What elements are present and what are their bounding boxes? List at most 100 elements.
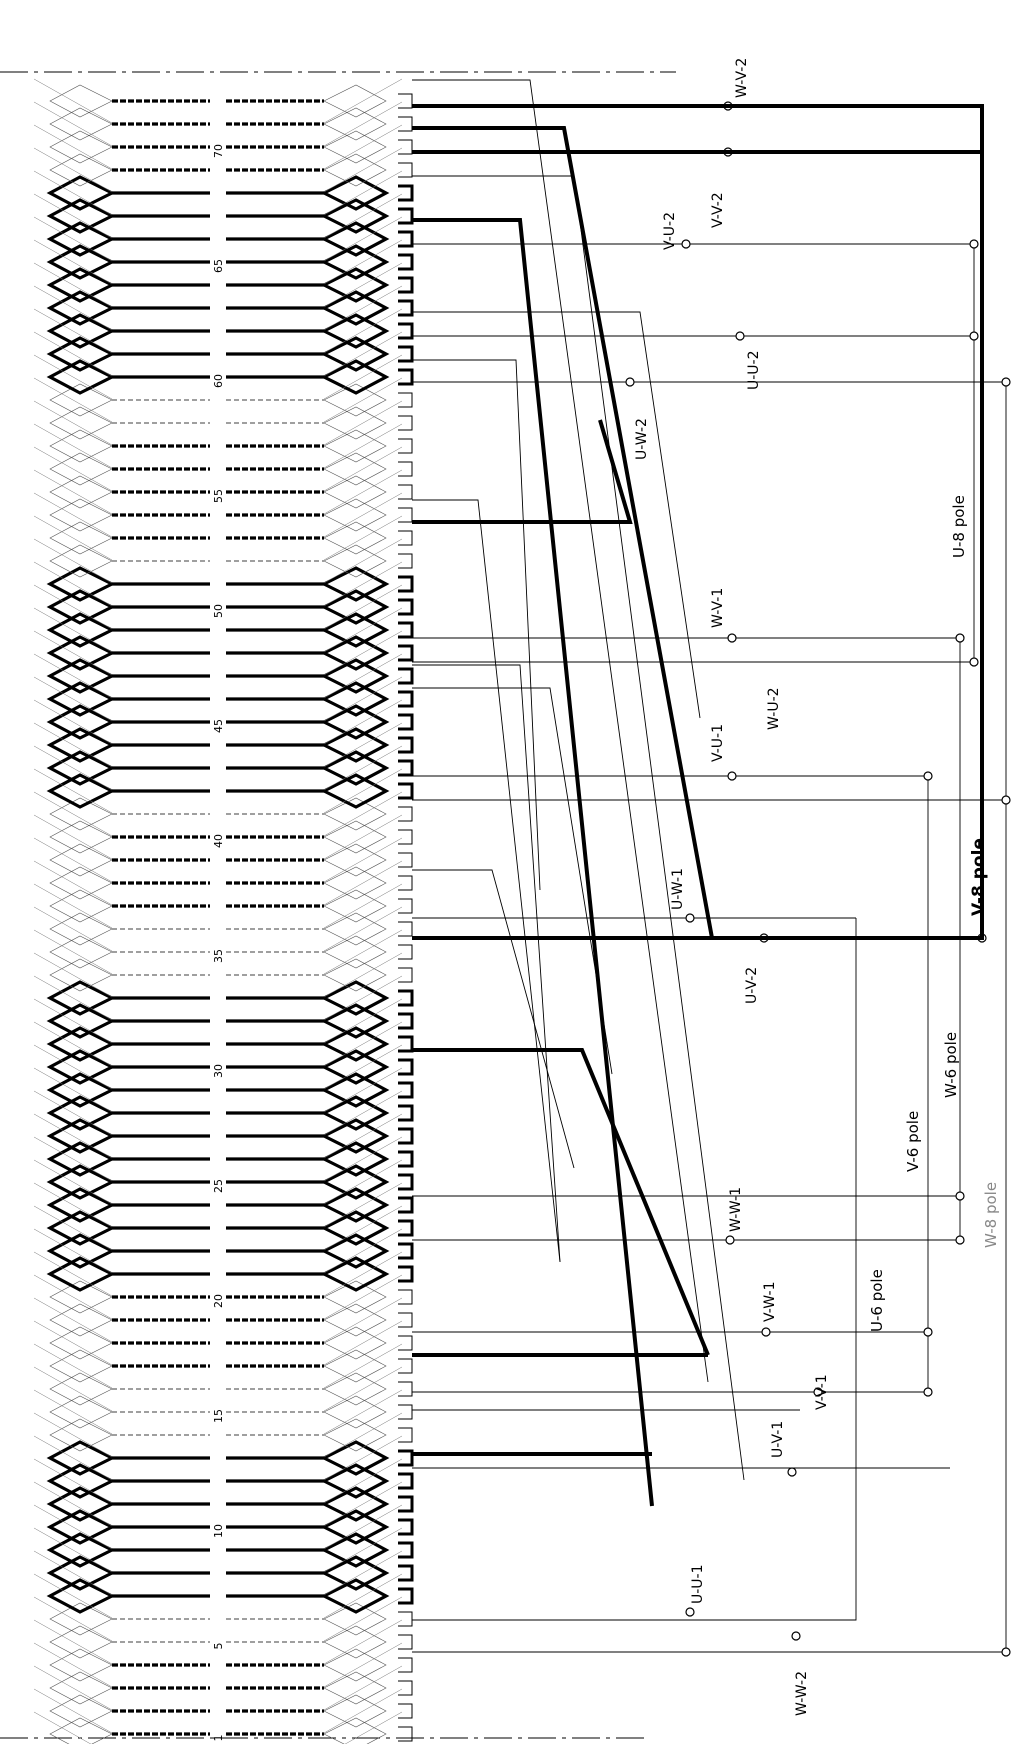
lattice-line xyxy=(33,1366,113,1412)
v-8-pole-bus xyxy=(412,126,714,939)
coil-right-end xyxy=(323,1555,390,1591)
lattice-line xyxy=(33,1136,113,1182)
coil-right-end xyxy=(323,704,390,740)
lattice-line xyxy=(33,515,113,561)
coil-left-end xyxy=(46,681,113,717)
lattice-line xyxy=(33,1021,113,1067)
slot-number: 5 xyxy=(212,1643,225,1650)
terminal-tab xyxy=(398,1611,413,1627)
coil-left-end xyxy=(46,1440,113,1476)
coil-right-end xyxy=(323,750,390,786)
lead-wire xyxy=(412,499,561,1263)
terminal-tab xyxy=(398,944,413,960)
terminal-tab xyxy=(398,93,413,109)
slot-number: 35 xyxy=(212,949,225,963)
v-8-pole-bus xyxy=(412,218,654,1507)
lattice-line xyxy=(33,492,113,538)
label-u-u-1: U-U-1 xyxy=(690,1564,706,1604)
lattice-line xyxy=(323,262,403,308)
lattice-line xyxy=(323,400,403,446)
connection-node xyxy=(923,771,933,781)
lattice-line xyxy=(323,1458,403,1504)
coil-left-end xyxy=(49,544,113,578)
coil-left-end xyxy=(49,84,113,118)
terminal-tab xyxy=(398,667,414,685)
lattice-line xyxy=(323,1550,403,1596)
coil-left-end xyxy=(46,566,113,602)
lattice-line xyxy=(344,1711,403,1744)
coil-right-end xyxy=(323,452,387,486)
lattice-line xyxy=(323,1136,403,1182)
lattice-line xyxy=(33,722,113,768)
coil-right-end xyxy=(323,727,390,763)
slot-number: 15 xyxy=(212,1409,225,1423)
terminal-tab xyxy=(398,1219,414,1237)
terminal-tabs xyxy=(398,93,414,1742)
lattice-line xyxy=(33,1665,113,1711)
lattice-line xyxy=(323,883,403,929)
lattice-line xyxy=(323,147,403,193)
coil-right-end xyxy=(323,1418,387,1452)
coil-right-end xyxy=(323,84,387,118)
coil-left-end xyxy=(49,1602,113,1636)
connection-node xyxy=(813,1387,823,1397)
lattice-line xyxy=(323,1182,403,1228)
coil-right-end xyxy=(323,589,390,625)
lattice-line xyxy=(323,791,403,837)
lattice-line xyxy=(33,1550,113,1596)
coil-right-end xyxy=(323,566,390,602)
terminal-tab xyxy=(398,713,414,731)
lattice-line xyxy=(33,193,113,239)
coil-right-end xyxy=(323,475,387,509)
terminal-tab xyxy=(398,1518,414,1536)
lattice-line xyxy=(33,1159,113,1205)
terminal-tab xyxy=(398,1427,413,1443)
coil-left-end xyxy=(49,889,113,923)
terminal-tab xyxy=(398,967,413,983)
coil-left-end xyxy=(49,1717,113,1744)
lattice-line xyxy=(33,538,113,584)
terminal-tab xyxy=(398,736,414,754)
lattice-line xyxy=(323,423,403,469)
connection-node xyxy=(923,1327,933,1337)
coil-right-end xyxy=(323,1671,387,1705)
lattice-line xyxy=(323,1504,403,1550)
coil-right-end xyxy=(323,797,387,831)
lattice-line xyxy=(33,308,113,354)
lattice-line xyxy=(33,584,113,630)
lattice-line xyxy=(33,1274,113,1320)
lattice-line xyxy=(33,1527,113,1573)
lattice-line xyxy=(33,1435,113,1481)
lattice-line xyxy=(33,676,113,722)
coil-right-end xyxy=(323,1233,390,1269)
coil-left-end xyxy=(49,130,113,164)
coil-left-end xyxy=(46,198,113,234)
coil-left-end xyxy=(49,1625,113,1659)
lattice-line xyxy=(33,216,113,262)
lead-wires xyxy=(412,79,1011,1657)
coil-right-end xyxy=(323,498,387,532)
lattice-line xyxy=(33,1642,113,1688)
lattice-line xyxy=(33,607,113,653)
label-v-v-2: V-V-2 xyxy=(710,192,726,228)
lattice-line xyxy=(33,929,113,975)
coil-left-end xyxy=(49,820,113,854)
lattice-line xyxy=(33,469,113,515)
lattice-line xyxy=(323,1297,403,1343)
lattice-line xyxy=(33,1573,113,1619)
label-w-v-1: W-V-1 xyxy=(710,588,726,628)
connection-node xyxy=(969,331,979,341)
coil-right-end xyxy=(323,1509,390,1545)
slot-number: 45 xyxy=(212,719,225,733)
label-v-v-1: V-V-1 xyxy=(814,1374,830,1410)
coil-left-end xyxy=(49,935,113,969)
coil-overhangs xyxy=(33,78,403,1744)
lattice-line xyxy=(323,998,403,1044)
terminal-tab xyxy=(398,575,414,593)
lattice-line xyxy=(33,147,113,193)
coil-right-end xyxy=(323,681,390,717)
terminal-tab xyxy=(398,1150,414,1168)
connection-node xyxy=(727,771,737,781)
terminal-tab xyxy=(398,875,413,891)
